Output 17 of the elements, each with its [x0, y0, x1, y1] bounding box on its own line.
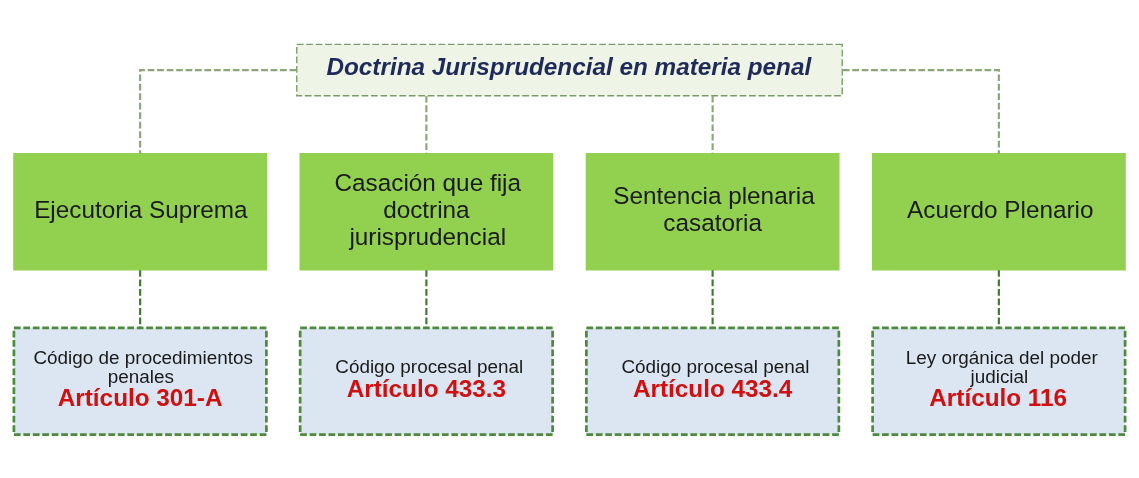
connector	[711, 95, 714, 154]
node-box: Ley orgánica del poder judicial Artículo 116	[871, 326, 1127, 436]
node-box: Ejecutoria Suprema	[13, 152, 268, 271]
connector	[842, 68, 1000, 154]
connector	[425, 95, 428, 154]
connector	[425, 269, 428, 327]
connector	[997, 269, 1000, 327]
node-box: Acuerdo Plenario	[871, 152, 1126, 271]
node-box: Código procesal penal Artículo 433.4	[585, 326, 841, 436]
node-box: Casación que fija doctrina jurisprudencial	[299, 152, 554, 271]
node-box: Código de procedimientos penales Artículo 301-A	[12, 326, 268, 436]
node-box: Sentencia plenaria casatoria	[585, 152, 840, 271]
connector	[711, 269, 714, 327]
node-box: Código procesal penal Artículo 433.3	[298, 326, 554, 436]
node-box: Doctrina Jurisprudencial en materia penal	[296, 43, 843, 96]
connector	[139, 68, 297, 154]
connector	[139, 269, 142, 327]
